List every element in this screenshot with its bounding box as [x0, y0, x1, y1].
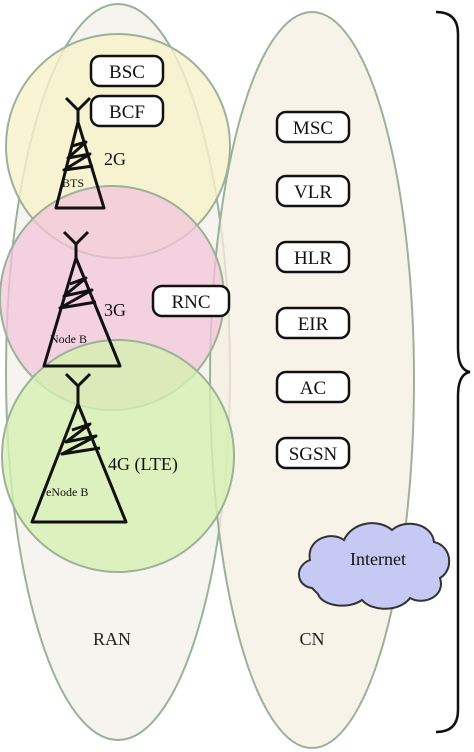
rnc-node: RNC [151, 284, 231, 318]
cell-3g-label: 3G [104, 300, 126, 320]
msc-node: MSC [275, 110, 351, 144]
cn-label: CN [299, 629, 324, 649]
bcf-label: BCF [109, 102, 145, 123]
hlr-label: HLR [294, 248, 332, 269]
bcf-node: BCF [89, 94, 165, 128]
hlr-node: HLR [275, 240, 351, 274]
ac-label: AC [300, 378, 326, 399]
cell-4g-station-label: eNode B [46, 485, 88, 499]
sgsn-node: SGSN [275, 436, 351, 470]
bsc-node: BSC [89, 54, 165, 88]
tower-3g-icon [42, 230, 122, 368]
msc-label: MSC [293, 118, 333, 139]
internet-label: Internet [350, 549, 406, 569]
vlr-label: VLR [294, 182, 332, 203]
bsc-label: BSC [109, 62, 145, 83]
ran-label: RAN [93, 629, 131, 649]
sgsn-label: SGSN [289, 444, 338, 465]
vlr-node: VLR [275, 174, 351, 208]
cell-2g-station-label: BTS [62, 176, 84, 190]
ac-node: AC [275, 370, 351, 404]
cell-4g-coverage [1, 339, 235, 573]
rnc-label: RNC [171, 292, 210, 313]
tower-2g-icon [54, 96, 106, 210]
cell-2g-label: 2G [104, 149, 126, 169]
cell-4g-label: 4G (LTE) [108, 454, 178, 475]
eir-label: EIR [298, 314, 329, 335]
cell-3g-station-label: Node B [50, 332, 87, 346]
internet-cloud-icon [298, 522, 450, 610]
eir-node: EIR [275, 306, 351, 340]
tower-4g-icon [30, 372, 128, 524]
grouping-brace [435, 10, 471, 734]
